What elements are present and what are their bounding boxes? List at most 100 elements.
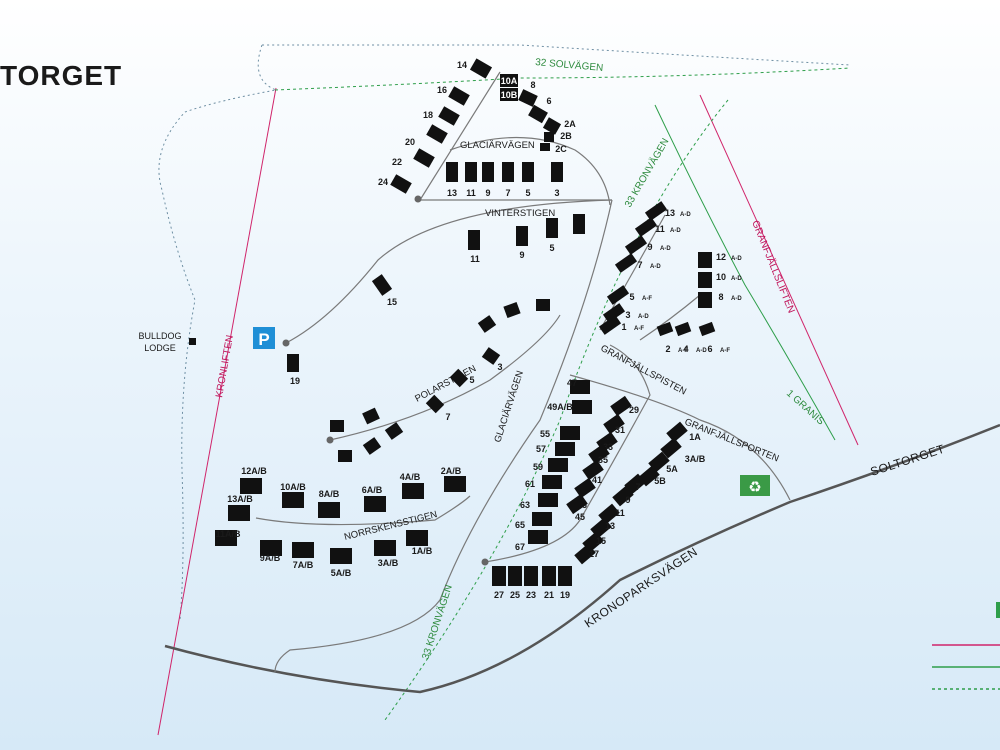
cabin-gs-43[interactable]	[574, 477, 596, 499]
cabin-ea-1[interactable]	[598, 315, 622, 335]
cabin-g-8[interactable]	[518, 89, 538, 107]
cabin-p-19[interactable]	[287, 354, 299, 372]
cabin-p-d[interactable]	[330, 420, 344, 432]
cabin-n-5ab[interactable]	[330, 548, 352, 564]
cabin-g-16[interactable]	[448, 86, 470, 106]
cabin-v-x[interactable]	[573, 214, 585, 234]
parking-icon[interactable]: P	[253, 327, 275, 349]
cabin-n-12ab[interactable]	[240, 478, 262, 494]
cabin-n-10ab[interactable]	[282, 492, 304, 508]
cabin-ea-9[interactable]	[624, 235, 648, 255]
cabin-g-10A[interactable]	[500, 74, 518, 87]
granis-label: 1 GRANIS	[784, 388, 826, 428]
cabin-gs-47[interactable]	[570, 380, 590, 394]
cabin-br-27[interactable]	[492, 566, 506, 586]
cabin-gs-55[interactable]	[560, 426, 580, 440]
cabin-gs-57[interactable]	[555, 442, 575, 456]
cabin-gs-31[interactable]	[603, 413, 625, 435]
cabin-gs-3A/B[interactable]	[660, 437, 682, 459]
cabin-g-2a[interactable]	[542, 117, 562, 135]
cabin-v-15[interactable]	[371, 274, 393, 296]
cabin-g-2c[interactable]	[540, 143, 550, 151]
cabin-n-6ab[interactable]	[364, 496, 386, 512]
cabin-v-11[interactable]	[468, 230, 480, 250]
cabin-p-7[interactable]	[425, 394, 445, 414]
cabin-gs-59[interactable]	[548, 458, 568, 472]
cabin-n-8ab[interactable]	[318, 502, 340, 518]
cabin-gs-65[interactable]	[532, 512, 552, 526]
cabin-n-4ab[interactable]	[402, 483, 424, 499]
cabin-ea-11[interactable]	[634, 217, 658, 237]
cabin-g-10B[interactable]	[500, 88, 518, 101]
cabin-g-2b[interactable]	[544, 132, 554, 142]
cabin-v-9[interactable]	[516, 226, 528, 246]
cabin-eb-12[interactable]	[698, 252, 712, 268]
cabin-ea-13[interactable]	[644, 201, 668, 221]
cabin-n-9ab[interactable]	[260, 540, 282, 556]
cabin-g-bottom-9[interactable]	[482, 162, 494, 182]
cabin-ec-2[interactable]	[656, 321, 674, 337]
cabin-g-14[interactable]	[469, 58, 493, 79]
cabin-p-e[interactable]	[362, 407, 380, 425]
cabin-br-25[interactable]	[508, 566, 522, 586]
cabin-br-21[interactable]	[542, 566, 556, 586]
cabin-ea-7[interactable]	[614, 253, 638, 273]
cabin-gs-5A[interactable]	[648, 451, 670, 473]
cabin-gs-7[interactable]	[624, 473, 646, 495]
cabin-g-18[interactable]	[438, 106, 460, 126]
solvagen-label: 32 SOLVÄGEN	[535, 56, 604, 74]
cabin-br-19[interactable]	[558, 566, 572, 586]
boundary-lines	[158, 44, 851, 621]
cabin-v-5[interactable]	[546, 218, 558, 238]
cabin-n-13ab[interactable]	[228, 505, 250, 521]
cabin-p-g[interactable]	[362, 437, 382, 455]
cabin-g-20[interactable]	[426, 124, 448, 144]
cabin-label-g-2b: 2B	[560, 131, 572, 141]
cabin-gs-35[interactable]	[588, 443, 610, 465]
cabin-g-24[interactable]	[390, 174, 412, 194]
cabin-n-1ab[interactable]	[406, 530, 428, 546]
cabin-gs-41[interactable]	[582, 459, 604, 481]
cabin-ea-5[interactable]	[606, 285, 630, 305]
cabin-g-bottom-5[interactable]	[522, 162, 534, 182]
cabin-n-2ab[interactable]	[444, 476, 466, 492]
cabin-gs-49A/B[interactable]	[572, 400, 592, 414]
cabin-label-g-bottom-9: 9	[485, 188, 490, 198]
cabin-p-c[interactable]	[536, 299, 550, 311]
cabin-gs-45[interactable]	[566, 493, 588, 515]
cabin-br-23[interactable]	[524, 566, 538, 586]
cabin-gs-61[interactable]	[542, 475, 562, 489]
cabin-n-7ab[interactable]	[292, 542, 314, 558]
cabin-g-6[interactable]	[528, 104, 548, 124]
cabin-p-f[interactable]	[384, 422, 404, 440]
cabin-label-gs-67: 67	[515, 542, 525, 552]
cabin-gs-17[interactable]	[574, 543, 596, 565]
cabin-label-g-bottom-3: 3	[554, 188, 559, 198]
cabin-eb-8[interactable]	[698, 292, 712, 308]
cabin-g-bottom-7[interactable]	[502, 162, 514, 182]
cabin-p-h[interactable]	[338, 450, 352, 462]
cabin-g-22[interactable]	[413, 148, 435, 168]
cabin-gs-29[interactable]	[610, 395, 632, 417]
cabin-p-a[interactable]	[477, 315, 497, 333]
cabin-p-5[interactable]	[449, 368, 469, 388]
cabin-ec-6[interactable]	[698, 321, 716, 337]
cabin-n-3ab[interactable]	[374, 540, 396, 556]
cabin-gs-1A[interactable]	[666, 421, 688, 443]
street-granfjallsspisten: GRANFJÄLLSPISTEN	[599, 343, 689, 398]
cabin-g-bottom-13[interactable]	[446, 162, 458, 182]
cabin-eb-10[interactable]	[698, 272, 712, 288]
cabin-gs-9[interactable]	[612, 485, 634, 507]
cabin-g-bottom-11[interactable]	[465, 162, 477, 182]
cabin-ec-4[interactable]	[674, 321, 692, 337]
cabin-p-3[interactable]	[481, 347, 501, 365]
cabin-p-b[interactable]	[503, 301, 521, 319]
cabin-ea-3[interactable]	[602, 303, 626, 323]
bulldog-lodge-marker[interactable]	[189, 338, 196, 345]
cabin-gs-67[interactable]	[528, 530, 548, 544]
cabin-n-11ab[interactable]	[215, 530, 237, 546]
cabin-g-bottom-3[interactable]	[551, 162, 563, 182]
recycling-icon[interactable]: ♻	[740, 475, 770, 496]
cabin-gs-63[interactable]	[538, 493, 558, 507]
